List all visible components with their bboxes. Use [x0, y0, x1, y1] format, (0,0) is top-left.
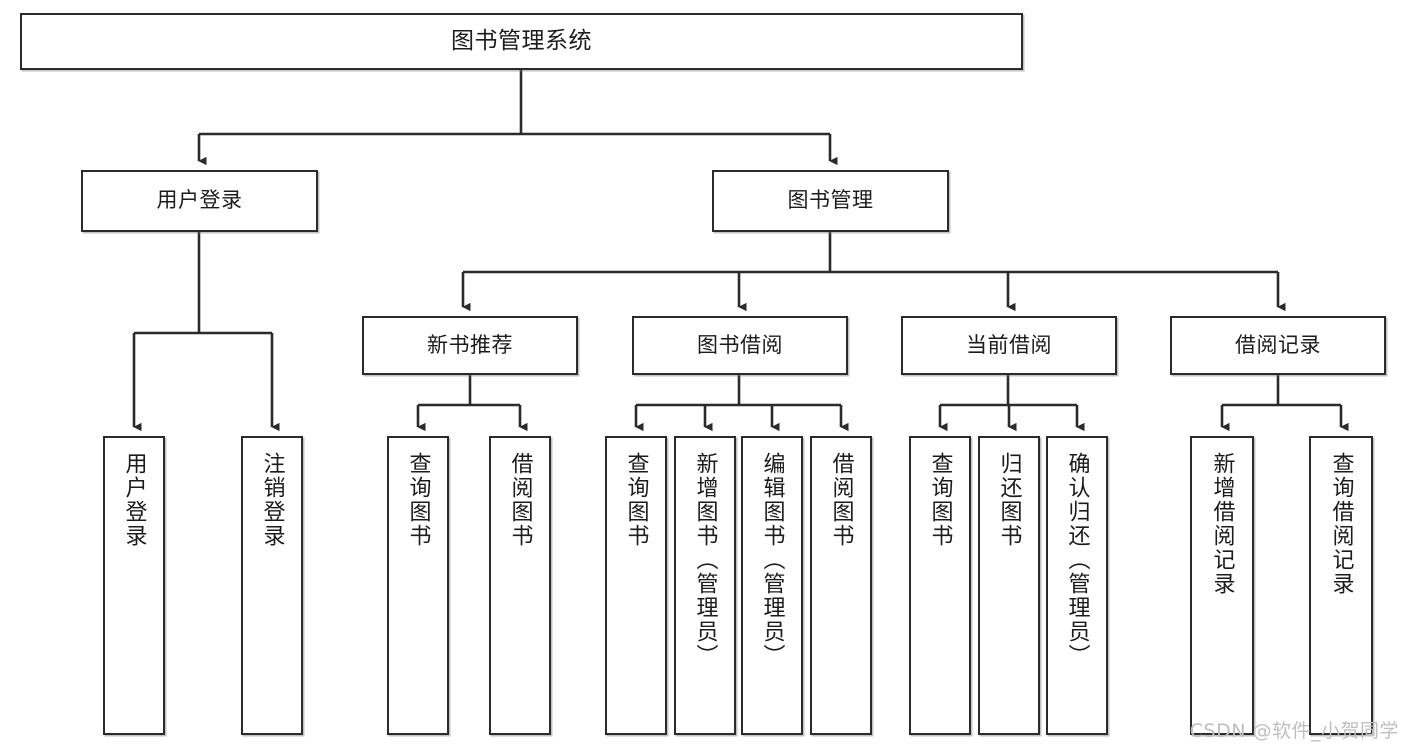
- node-leaf-current-borrow-1[interactable]: 查询图书: [909, 436, 971, 735]
- node-leaf-book-borrow-1-label: 查询图书: [623, 452, 649, 548]
- node-leaf-new-book-1[interactable]: 查询图书: [387, 436, 449, 735]
- node-borrow-record-label: 借阅记录: [1235, 332, 1321, 357]
- node-user-login[interactable]: 用户登录: [81, 170, 318, 232]
- node-leaf-book-borrow-3-label: 编辑图书（管理员）: [759, 452, 785, 668]
- node-current-borrow[interactable]: 当前借阅: [901, 316, 1117, 375]
- node-leaf-borrow-record-2[interactable]: 查询借阅记录: [1309, 436, 1373, 735]
- node-leaf-current-borrow-3-label: 确认归还（管理员）: [1064, 452, 1090, 668]
- node-leaf-new-book-2-label: 借阅图书: [507, 452, 533, 548]
- node-root-label: 图书管理系统: [451, 27, 592, 54]
- node-leaf-current-borrow-2-label: 归还图书: [996, 452, 1022, 548]
- node-leaf-user-login-1-label: 用户登录: [121, 452, 147, 548]
- node-new-book-recommend[interactable]: 新书推荐: [362, 316, 578, 375]
- node-book-borrow[interactable]: 图书借阅: [632, 316, 848, 375]
- node-leaf-borrow-record-1[interactable]: 新增借阅记录: [1190, 436, 1254, 735]
- node-leaf-new-book-1-label: 查询图书: [405, 452, 431, 548]
- node-new-book-recommend-label: 新书推荐: [427, 332, 513, 357]
- node-leaf-book-borrow-3[interactable]: 编辑图书（管理员）: [741, 436, 803, 735]
- node-book-manage-label: 图书管理: [787, 188, 874, 213]
- node-leaf-new-book-2[interactable]: 借阅图书: [489, 436, 551, 735]
- node-current-borrow-label: 当前借阅: [966, 332, 1052, 357]
- node-user-login-label: 用户登录: [156, 188, 243, 213]
- node-leaf-borrow-record-1-label: 新增借阅记录: [1209, 452, 1235, 596]
- node-leaf-user-login-2[interactable]: 注销登录: [241, 436, 303, 735]
- node-leaf-book-borrow-4-label: 借阅图书: [828, 452, 854, 548]
- node-leaf-user-login-1[interactable]: 用户登录: [103, 436, 165, 735]
- node-book-manage[interactable]: 图书管理: [712, 170, 949, 232]
- watermark-text: CSDN @软件_小贺同学: [1189, 720, 1399, 742]
- node-borrow-record[interactable]: 借阅记录: [1170, 316, 1386, 375]
- node-leaf-book-borrow-4[interactable]: 借阅图书: [810, 436, 872, 735]
- node-leaf-book-borrow-2-label: 新增图书（管理员）: [692, 452, 718, 668]
- node-root[interactable]: 图书管理系统: [20, 13, 1023, 70]
- node-leaf-book-borrow-2[interactable]: 新增图书（管理员）: [674, 436, 736, 735]
- node-leaf-borrow-record-2-label: 查询借阅记录: [1328, 452, 1354, 596]
- node-leaf-user-login-2-label: 注销登录: [259, 452, 285, 548]
- node-leaf-current-borrow-2[interactable]: 归还图书: [978, 436, 1040, 735]
- node-book-borrow-label: 图书借阅: [697, 332, 783, 357]
- node-leaf-book-borrow-1[interactable]: 查询图书: [605, 436, 667, 735]
- node-leaf-current-borrow-1-label: 查询图书: [927, 452, 953, 548]
- node-leaf-current-borrow-3[interactable]: 确认归还（管理员）: [1046, 436, 1108, 735]
